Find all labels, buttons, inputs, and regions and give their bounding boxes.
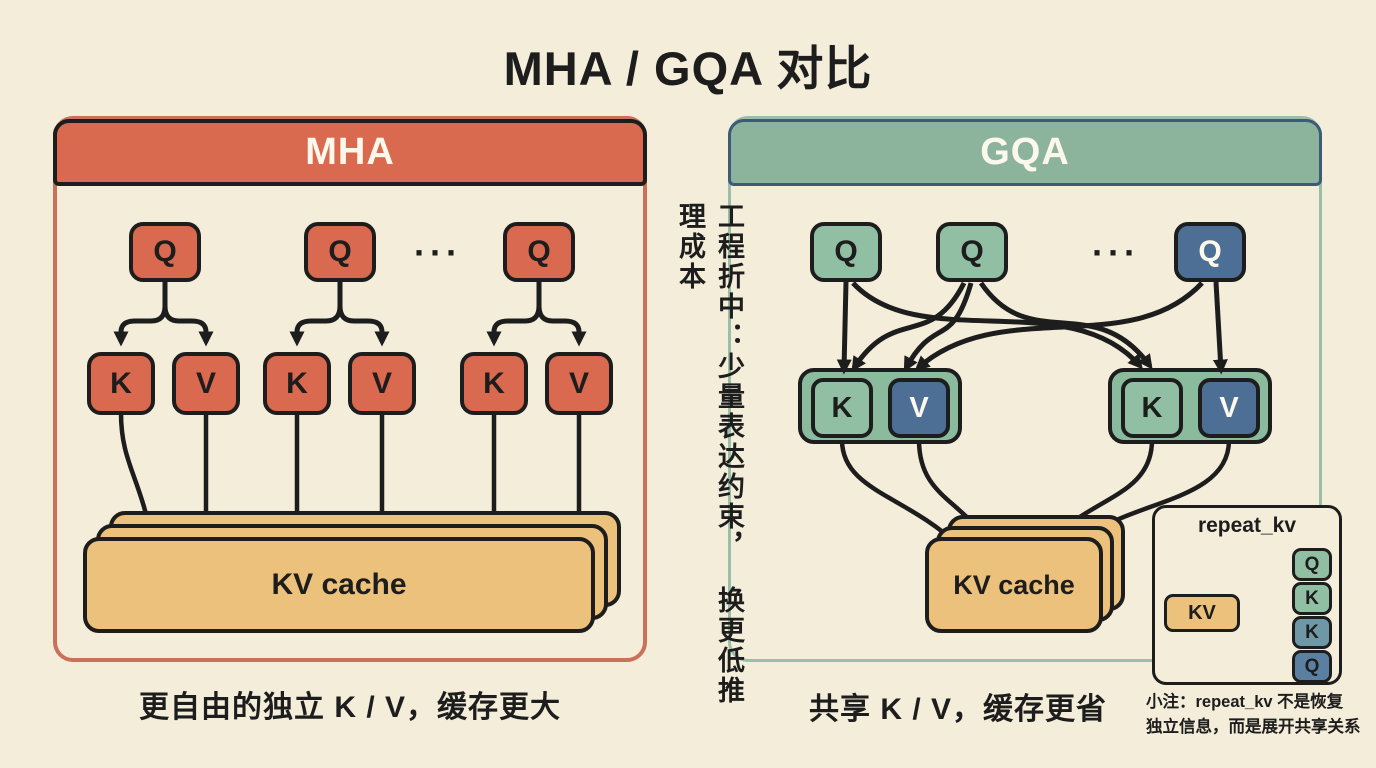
gqa-caption: 共享 K / V，缓存更省	[808, 693, 1107, 726]
mha-header: MHA	[53, 119, 647, 186]
mha-v1-box: V	[172, 352, 240, 415]
mha-kv-cache-label: KV cache	[271, 568, 407, 601]
divider-line1: 工程折中：少量表达约束，	[714, 202, 744, 562]
page-title: MHA / GQA 对比	[503, 42, 873, 95]
gqa-panel	[728, 116, 1322, 662]
repeat-kv-out-q2-box: Q	[1292, 650, 1332, 683]
mha-q1-box: Q	[129, 222, 201, 282]
mha-k1-box: K	[87, 352, 155, 415]
repeat-kv-source-box: KV	[1164, 594, 1240, 632]
mha-q3-box: Q	[503, 222, 575, 282]
footnote: 小注：repeat_kv 不是恢复 独立信息，而是展开共享关系	[1146, 690, 1372, 740]
gqa-q3-box: Q	[1174, 222, 1246, 282]
gqa-kv-cache-label: KV cache	[953, 569, 1075, 600]
mha-kv-cache-card-front	[83, 537, 595, 633]
mha-k2-box: K	[263, 352, 331, 415]
gqa-group1-k-box: K	[811, 378, 873, 438]
gqa-ellipsis: ···	[1092, 232, 1140, 273]
footnote-line2: 独立信息，而是展开共享关系	[1146, 718, 1361, 736]
gqa-kv-cache-card-front	[925, 537, 1103, 633]
mha-q2-box: Q	[304, 222, 376, 282]
mha-v2-box: V	[348, 352, 416, 415]
gqa-group2-k-box: K	[1121, 378, 1183, 438]
mha-v3-box: V	[545, 352, 613, 415]
divider-line2: 换更低推理成本	[675, 202, 744, 706]
repeat-kv-title: repeat_kv	[1197, 514, 1297, 537]
gqa-group1-v-box: V	[888, 378, 950, 438]
gqa-q2-box: Q	[936, 222, 1008, 282]
mha-caption: 更自由的独立 K / V，缓存更大	[138, 691, 561, 724]
mha-panel	[53, 116, 647, 662]
mha-k3-box: K	[460, 352, 528, 415]
divider-vertical-text: 工程折中：少量表达约束，换更低推理成本	[671, 202, 749, 722]
repeat-kv-out-k1-box: K	[1292, 582, 1332, 615]
gqa-q1-box: Q	[810, 222, 882, 282]
mha-ellipsis: ···	[414, 232, 462, 273]
footnote-line1: 小注：repeat_kv 不是恢复	[1146, 693, 1344, 711]
repeat-kv-out-q1-box: Q	[1292, 548, 1332, 581]
gqa-group2-v-box: V	[1198, 378, 1260, 438]
gqa-header: GQA	[728, 119, 1322, 186]
repeat-kv-out-k2-box: K	[1292, 616, 1332, 649]
